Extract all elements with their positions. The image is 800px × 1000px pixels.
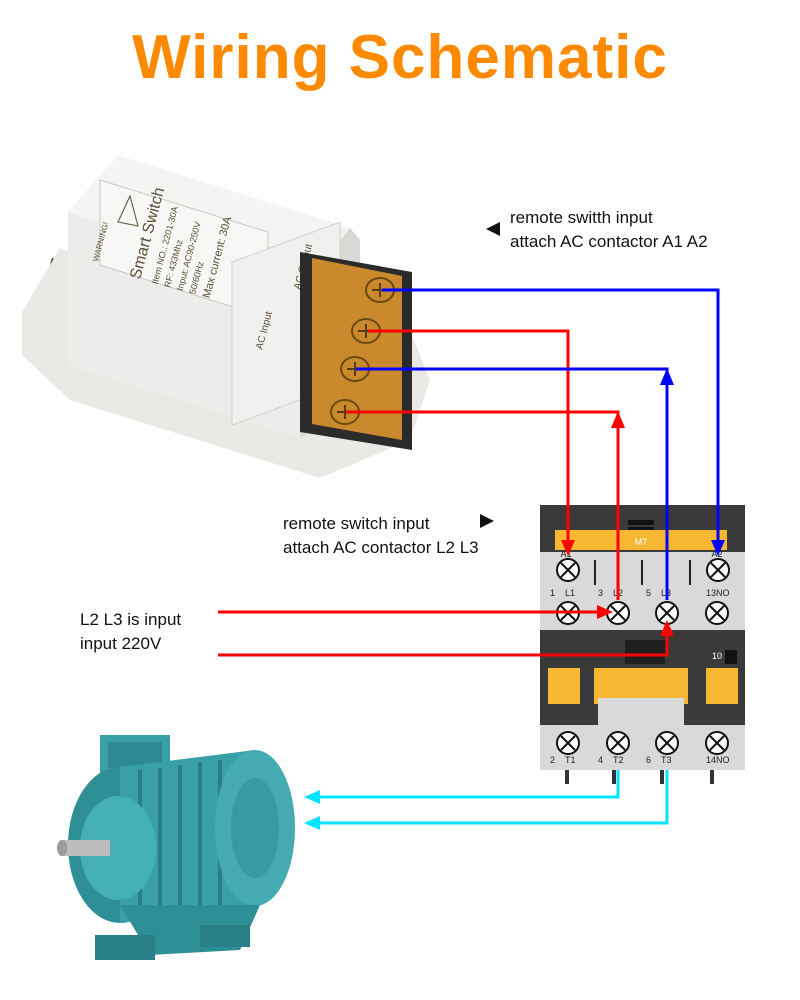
contactor-aux: 10 <box>712 651 722 661</box>
annotation-input: L2 L3 is input input 220V <box>80 608 181 656</box>
page-title: Wiring Schematic <box>132 23 668 92</box>
pin-6: 6 <box>646 755 651 765</box>
arrow-left-icon <box>304 790 320 804</box>
pin-13no: 13NO <box>706 588 730 598</box>
arrow-up-icon <box>660 368 674 385</box>
arrow-right-icon <box>480 514 494 528</box>
annotation-l2l3: remote switch input attach AC contactor … <box>283 512 479 560</box>
ac-contactor: M7 10 A1 A2 1 L1 3 L2 5 L3 <box>540 505 745 784</box>
pin-l1: L1 <box>565 588 575 598</box>
pin-a2: A2 <box>711 549 722 559</box>
wire-blue-a2 <box>382 288 720 548</box>
warning-triangle-icon <box>117 194 139 227</box>
wire-red-input-l3 <box>218 628 669 657</box>
pin-4: 4 <box>598 755 603 765</box>
pin-t2: T2 <box>613 755 624 765</box>
arrow-left-icon <box>486 222 500 236</box>
pin-t1: T1 <box>565 755 576 765</box>
annotation-input-line1: L2 L3 is input <box>80 610 182 629</box>
wire-cyan-t3 <box>312 770 669 825</box>
pin-2: 2 <box>550 755 555 765</box>
pin-5: 5 <box>646 588 651 598</box>
arrow-down-icon <box>711 540 725 556</box>
arrow-up-icon <box>611 411 625 428</box>
annotation-a1a2: remote switth input attach AC contactor … <box>510 206 708 254</box>
annotation-l2l3-line1: remote switch input <box>283 514 430 533</box>
arrow-down-icon <box>561 540 575 556</box>
annotation-a1a2-line1: remote switth input <box>510 208 653 227</box>
arrow-right-icon <box>597 605 613 619</box>
pin-a1: A1 <box>560 549 571 559</box>
pin-3: 3 <box>598 588 603 598</box>
arrow-up-icon <box>660 620 674 636</box>
wire-cyan-t2 <box>312 770 620 799</box>
annotation-l2l3-line2: attach AC contactor L2 L3 <box>283 538 479 557</box>
pin-14no: 14NO <box>706 755 730 765</box>
pin-t3: T3 <box>661 755 672 765</box>
contactor-model: M7 <box>635 537 648 547</box>
wire-red-a1 <box>368 329 570 548</box>
arrow-left-icon <box>304 816 320 830</box>
pin-1: 1 <box>550 588 555 598</box>
smart-switch: Smart Switch Item NO.: 2201-30A RF: 433M… <box>22 155 430 478</box>
annotation-a1a2-line2: attach AC contactor A1 A2 <box>510 232 708 251</box>
annotation-input-line2: input 220V <box>80 634 162 653</box>
motor-icon <box>57 735 295 960</box>
